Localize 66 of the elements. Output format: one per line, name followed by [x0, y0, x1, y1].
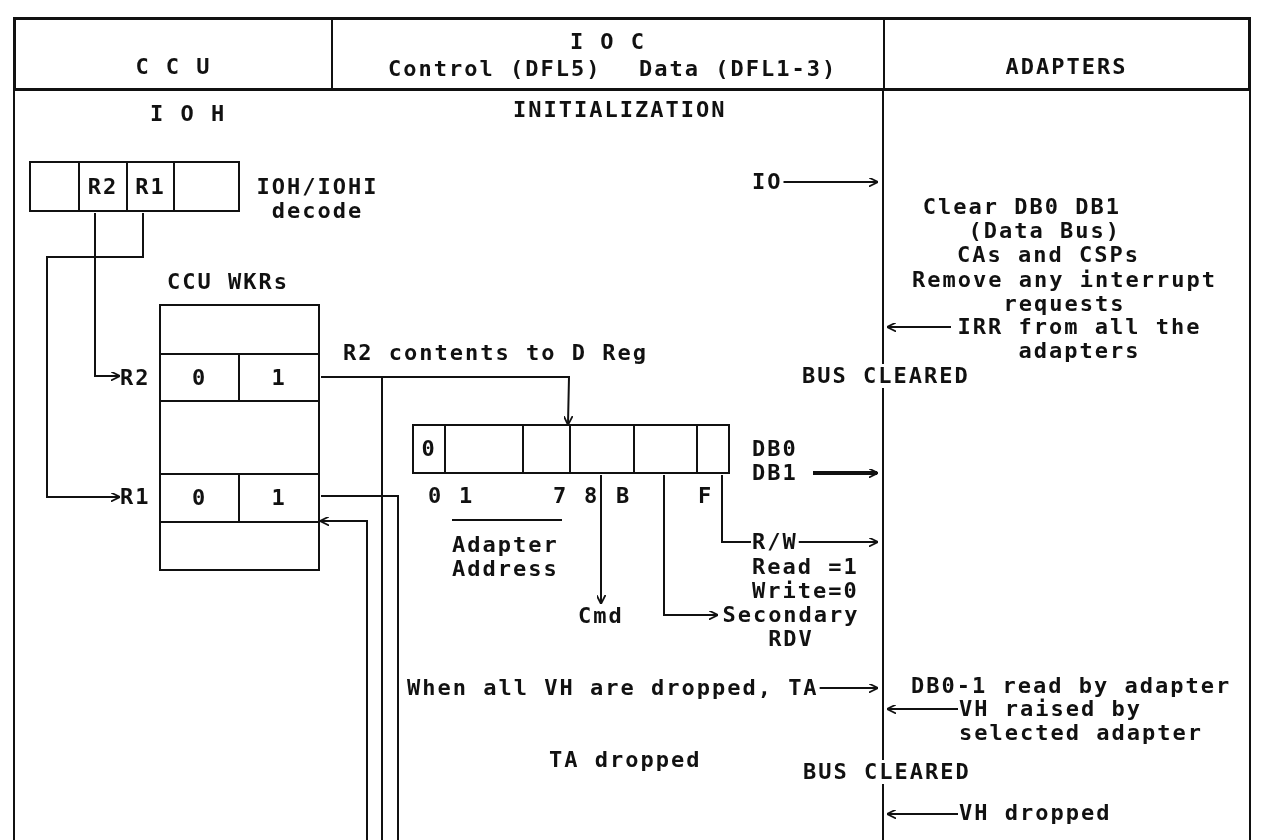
note-text: CAs and CSPs: [957, 243, 1140, 267]
note-text: Adapter Address: [452, 533, 560, 581]
arrow: [94, 212, 121, 382]
register-cell: [159, 400, 320, 475]
column-header: [331, 18, 885, 91]
header-text: Control (DFL5): [388, 57, 602, 81]
connector-line: [721, 474, 752, 543]
register-cell: [696, 424, 730, 474]
column-header: [14, 18, 333, 91]
register-cell: [173, 161, 240, 212]
note-text: Write=0: [752, 579, 859, 603]
edge-label: R2 contents to D Reg: [343, 341, 648, 365]
connector-line: [320, 376, 383, 840]
connector-line: [320, 495, 399, 840]
signal-text: Secondary RDV: [718, 603, 864, 651]
signal-text: IO: [752, 170, 783, 194]
note-text: Read =1: [752, 555, 859, 579]
signal-text: R2: [120, 366, 151, 390]
arrow: [46, 212, 144, 503]
register-cell: [522, 424, 571, 474]
note-text: IOH/IOHI decode: [255, 175, 380, 223]
note-text: 8: [584, 484, 600, 508]
arrow: [818, 682, 879, 694]
arrow: [886, 808, 959, 820]
header-text: Data (DFL1-3): [639, 57, 838, 81]
note-text: TA dropped: [549, 748, 702, 772]
arrow: [886, 703, 959, 715]
note-text: Clear DB0 DB1 (Data Bus): [921, 195, 1121, 243]
register-heading: CCU WKRs: [167, 270, 289, 294]
note-text: 0: [428, 484, 444, 508]
note-text: F: [698, 484, 714, 508]
note-text: DB0-1 read by adapter: [911, 674, 1232, 698]
arrow: [813, 467, 879, 479]
arrow: [319, 515, 368, 840]
register-cell: [633, 424, 698, 474]
note-text: B: [616, 484, 632, 508]
register-cell: R2: [78, 161, 128, 212]
signal-text: DB0 DB1: [752, 437, 812, 485]
signal-text: R1: [120, 485, 151, 509]
note-text: 1: [459, 484, 475, 508]
arrow: [782, 176, 879, 188]
register-cell: 0: [412, 424, 446, 474]
signal-text: VH dropped: [959, 801, 1112, 825]
arrow: [797, 536, 879, 548]
register-cell: [444, 424, 524, 474]
signal-text: IRR from all the adapters: [952, 315, 1207, 363]
register-cell: [29, 161, 80, 212]
note-text: I O H: [150, 102, 227, 126]
column-header: [883, 18, 1250, 91]
signal-text: R/W: [752, 530, 798, 554]
signal-text: When all VH are dropped, TA: [407, 676, 819, 700]
header-text: C C U: [134, 55, 213, 79]
register-cell: [569, 424, 635, 474]
note-text: 7: [553, 484, 569, 508]
signal-text: VH raised by selected adapter: [959, 697, 1221, 745]
register-cell: R1: [126, 161, 175, 212]
arrow: [663, 474, 719, 621]
register-cell: [159, 304, 320, 355]
arrow: [886, 321, 952, 333]
signal-text: Cmd: [578, 604, 624, 628]
header-text: ADAPTERS: [1004, 55, 1129, 79]
register-cell: [159, 521, 320, 571]
note-text: Remove any interrupt requests: [911, 268, 1218, 316]
note-text: INITIALIZATION: [513, 98, 727, 122]
arrow: [595, 474, 607, 605]
header-text: I O C: [568, 30, 648, 54]
